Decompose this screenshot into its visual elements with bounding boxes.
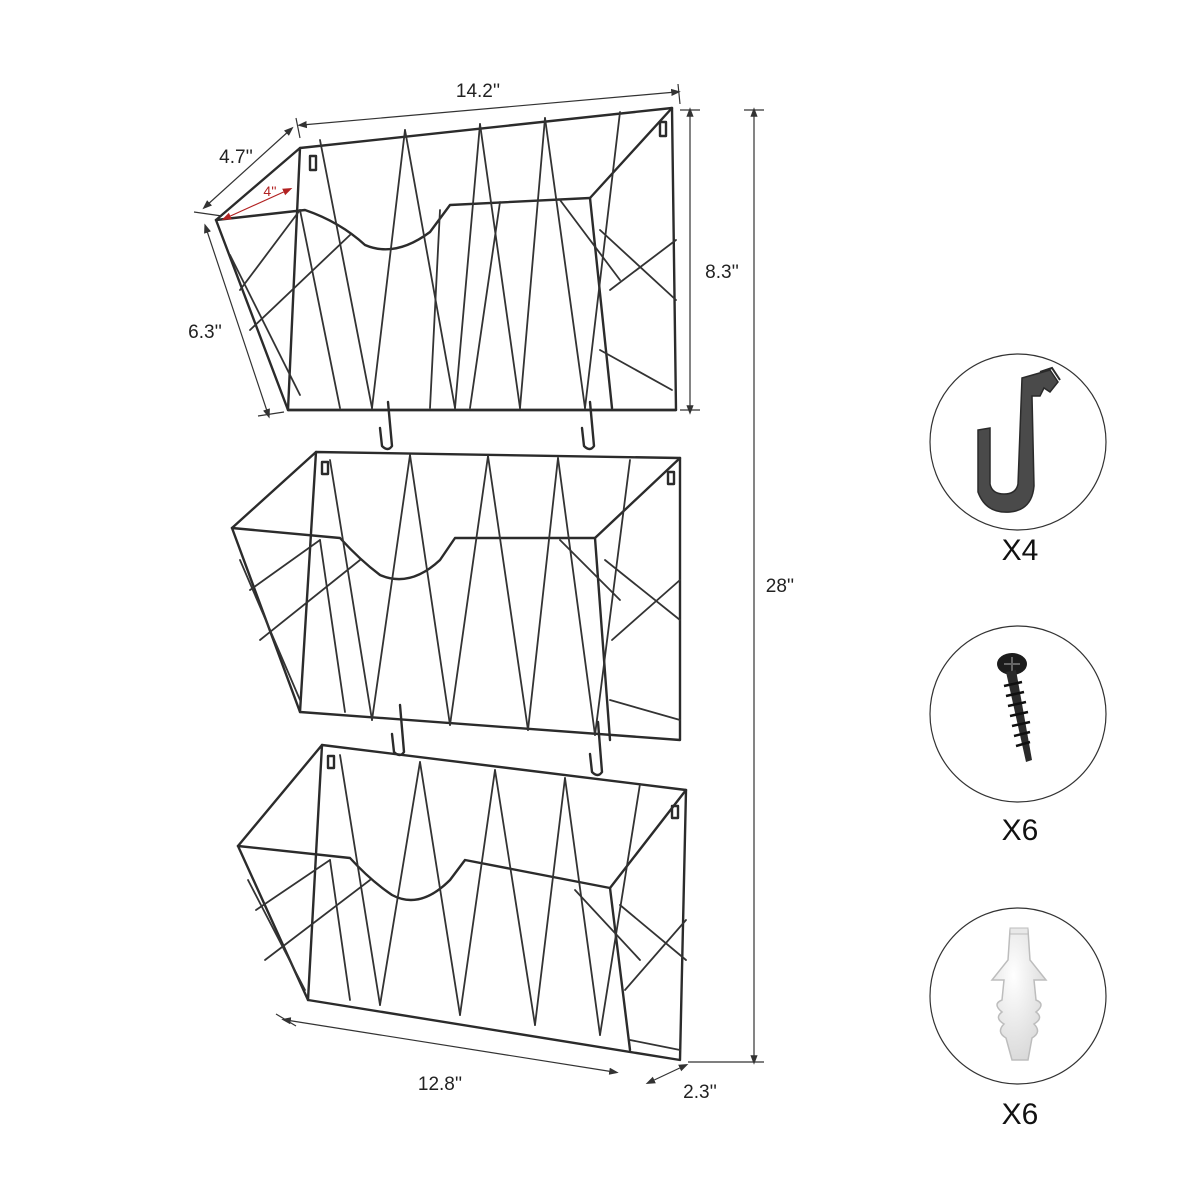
dim-side-depth: 4.7'': [219, 147, 253, 168]
accessory-anchor: [929, 907, 1107, 1085]
basket-bottom: [236, 743, 688, 1062]
dim-front-height: 6.3'': [188, 322, 222, 343]
accessory-screw: [929, 625, 1107, 803]
screw-icon: [997, 653, 1032, 762]
connector-hooks-lower: [390, 703, 604, 777]
hook-icon: [977, 366, 1061, 513]
basket-middle: [230, 450, 682, 742]
dim-bottom-width: 12.8'': [418, 1074, 462, 1095]
screw-quantity: X6: [1002, 814, 1039, 847]
anchor-quantity: X6: [1002, 1098, 1039, 1131]
dim-inner-depth: 4'': [263, 183, 276, 199]
dim-total-height: 28'': [766, 576, 794, 597]
accessory-hook: [929, 353, 1107, 531]
hook-quantity: X4: [1002, 534, 1039, 567]
dim-top-width: 14.2'': [456, 81, 500, 102]
wall-anchor-icon: [990, 927, 1048, 1061]
dimension-lines: [193, 83, 764, 1085]
dim-basket-height: 8.3'': [705, 262, 739, 283]
connector-hooks-upper: [378, 400, 596, 451]
dim-bottom-depth: 2.3'': [683, 1082, 717, 1103]
basket-top: [214, 106, 678, 412]
